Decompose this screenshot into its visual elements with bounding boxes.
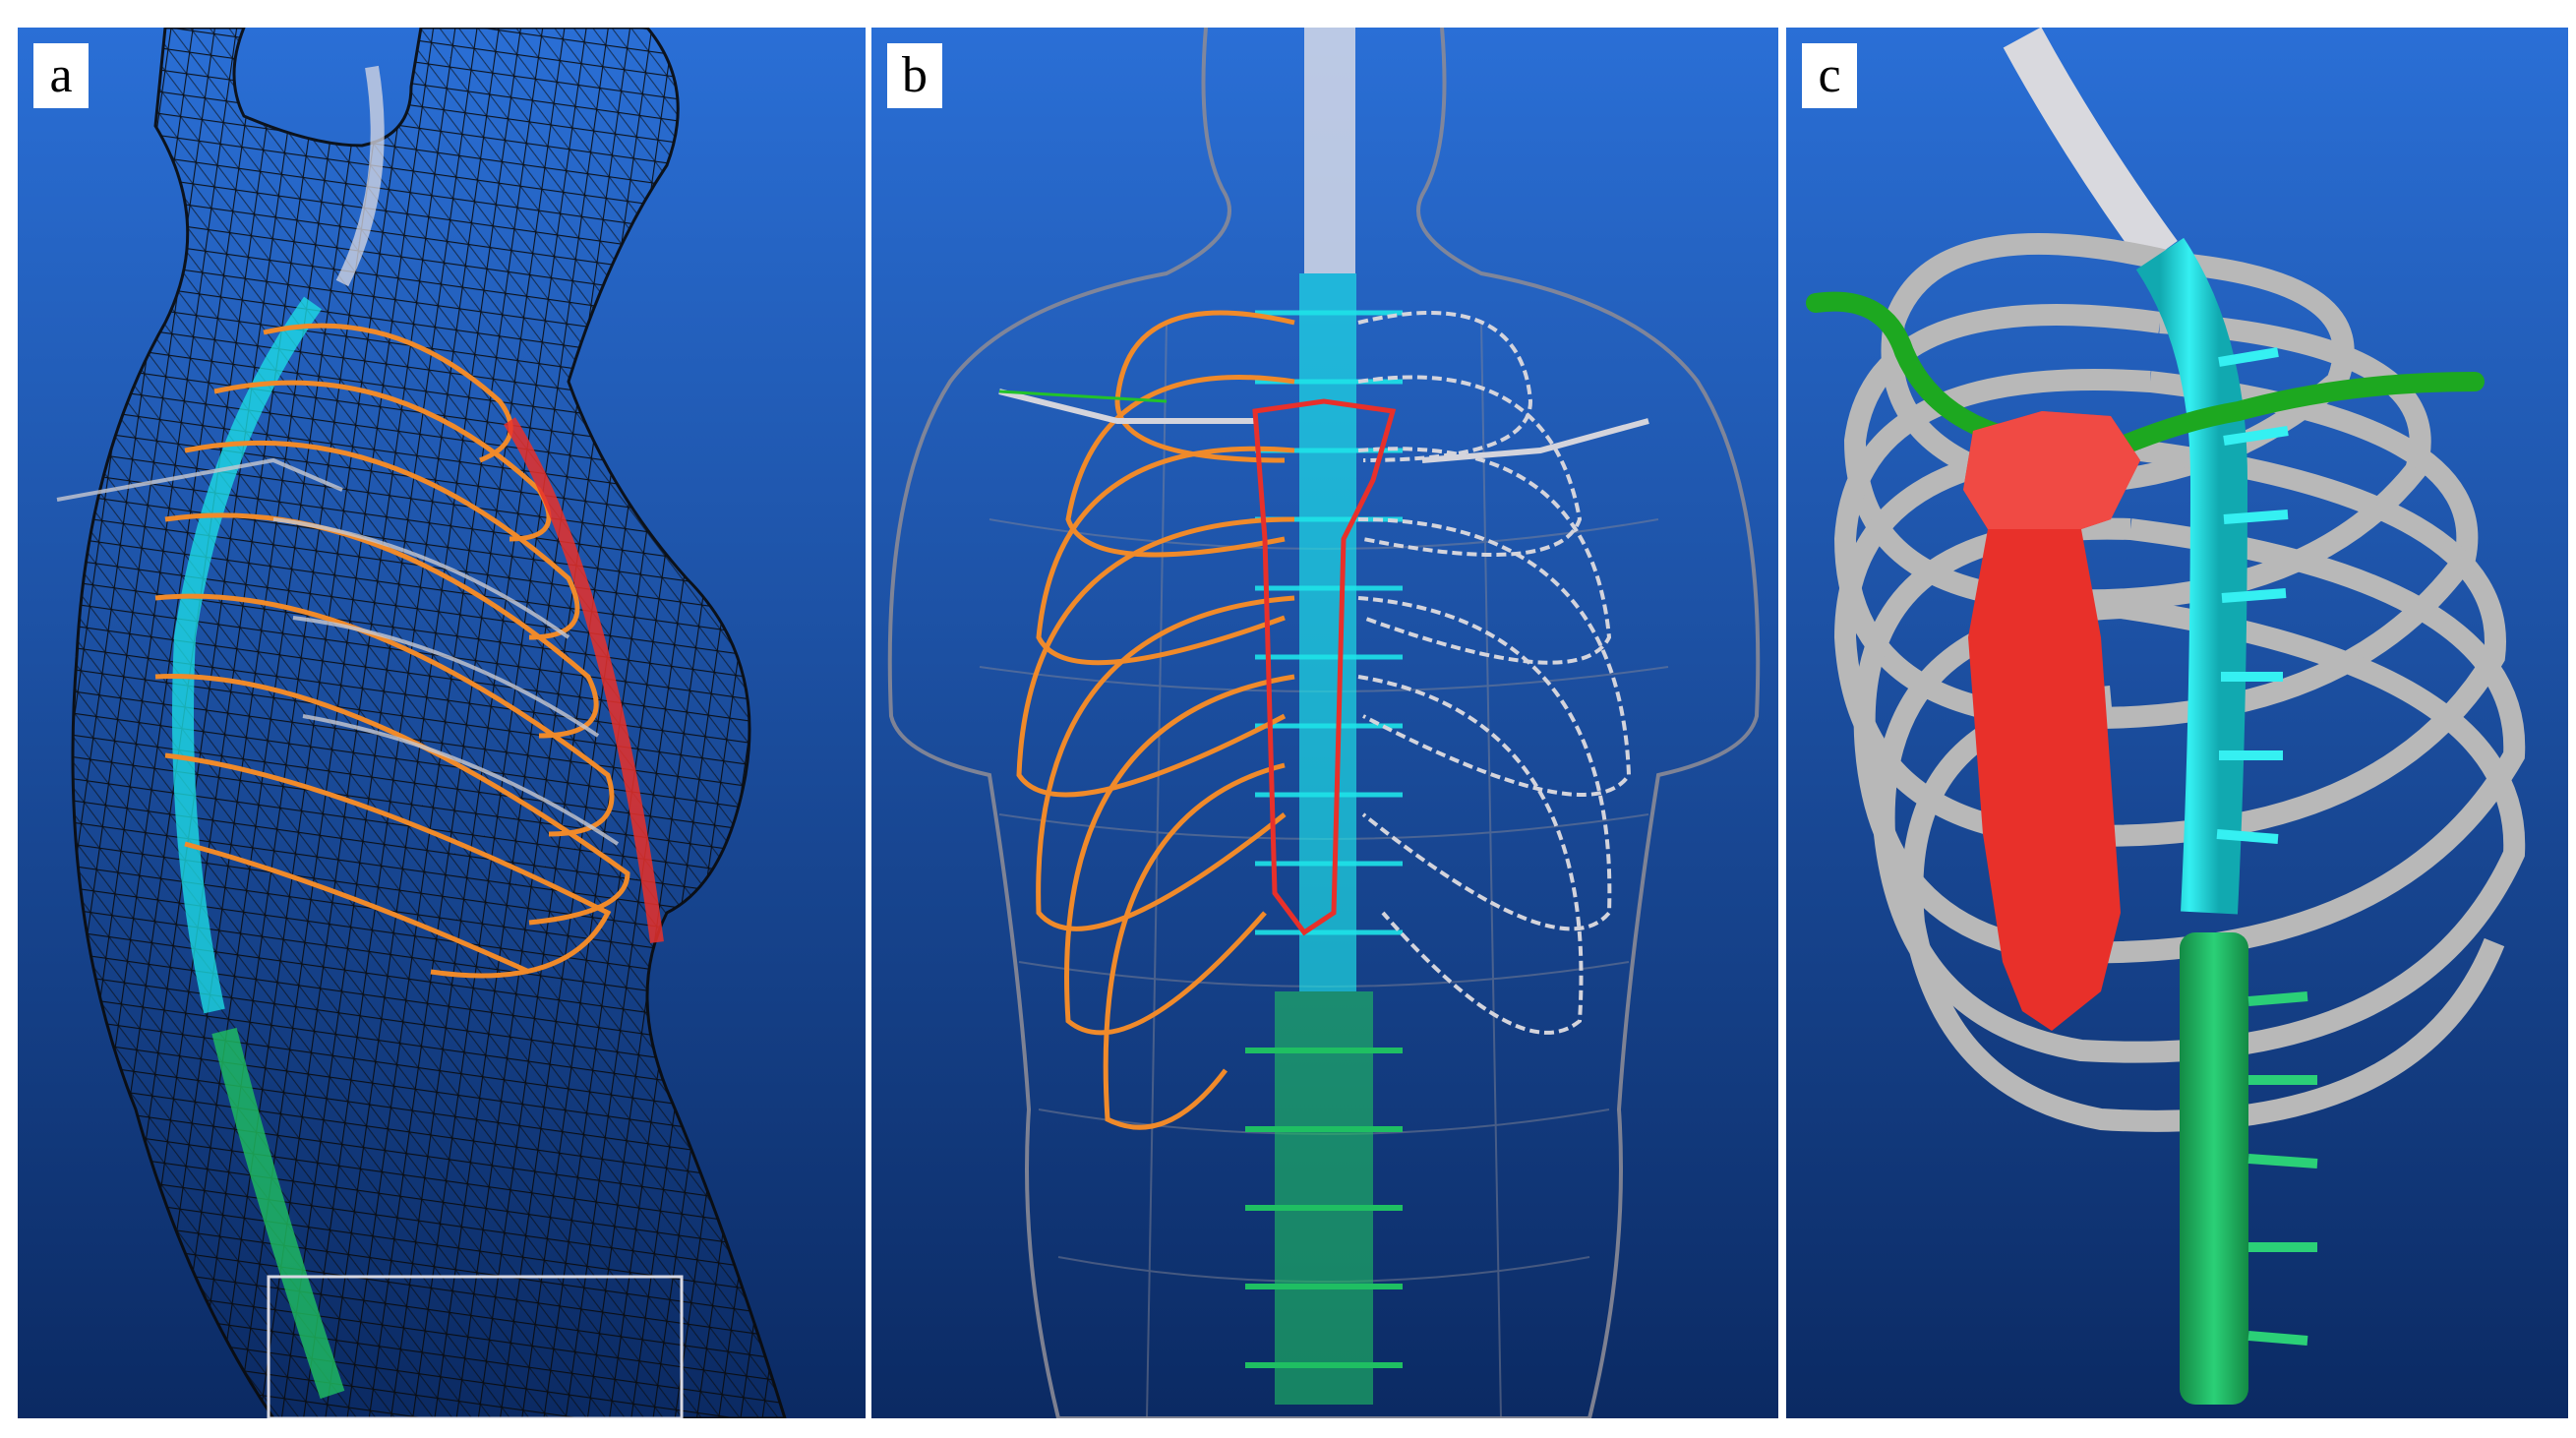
- panel-c-solid-model: c: [1786, 28, 2568, 1418]
- panel-c-label: c: [1802, 43, 1857, 108]
- sternum-red: [504, 417, 664, 943]
- panel-b-label: b: [887, 43, 942, 108]
- body-outline: [887, 28, 1761, 1418]
- ribs-orange: [154, 323, 630, 979]
- spine-cyan: [2135, 237, 2248, 915]
- panel-b-front-wireframe: b: [871, 28, 1778, 1418]
- spine-green: [2180, 932, 2248, 1405]
- panel-b-figure: [871, 28, 1778, 1418]
- panel-a-side-wireframe: a: [18, 28, 866, 1418]
- body-silhouette: [71, 28, 787, 1418]
- spine-green: [1275, 991, 1373, 1405]
- spine-cyan: [172, 296, 322, 1014]
- clavicle-right: [1421, 418, 1649, 463]
- panel-a-label: a: [33, 43, 89, 108]
- sternum-red: [1963, 411, 2140, 1031]
- panel-a-figure: [18, 28, 866, 1418]
- spine-green: [211, 1027, 345, 1400]
- spine-cyan: [1299, 273, 1356, 991]
- ribs-orange: [1016, 310, 1295, 1130]
- clavicle-left: [998, 389, 1255, 424]
- sternum-red: [1252, 398, 1397, 936]
- clavicle-green: [1806, 291, 2485, 460]
- panel-c-figure: [1786, 28, 2568, 1418]
